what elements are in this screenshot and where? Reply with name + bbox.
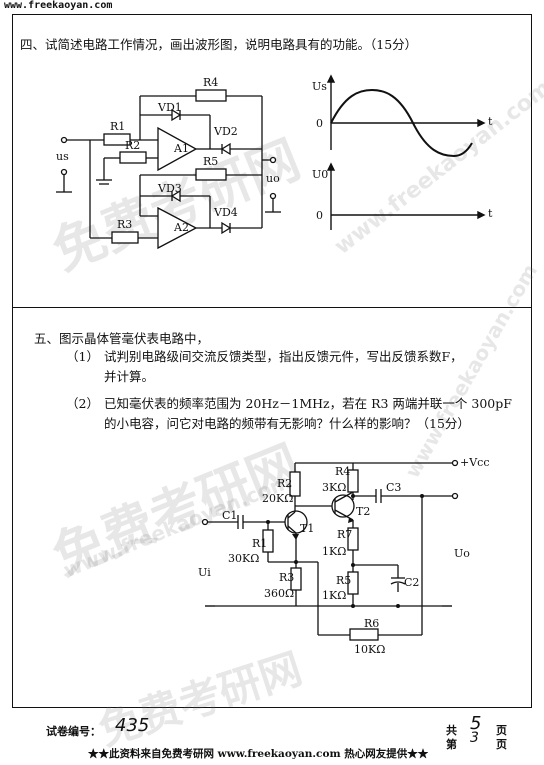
label-uo: uo: [266, 172, 280, 185]
q5-item1-number: （1）: [66, 349, 99, 364]
q5-item1-line1: 试判别电路级间交流反馈类型，指出反馈元件，写出反馈系数F，: [104, 349, 463, 364]
label-q5-ui: Ui: [198, 566, 211, 579]
exam-code-label: 试卷编号：: [46, 725, 101, 738]
question-5-title: 五、图示晶体管毫伏表电路中，: [34, 331, 210, 346]
label-r3: R3: [117, 218, 133, 231]
label-q5-r6: R6: [364, 617, 380, 630]
label-q5-r4: R4: [335, 465, 351, 478]
label-vd3: VD3: [158, 182, 182, 195]
source-url: www.freekaoyan.com: [4, 0, 113, 11]
section-divider: [13, 307, 531, 308]
label-q5-r5-value: 1KΩ: [322, 589, 347, 602]
label-q5-r7-value: 1KΩ: [322, 545, 347, 558]
label-vd2: VD2: [214, 125, 238, 138]
label-q5-r3: R3: [279, 571, 295, 584]
current-page-label: 第: [446, 738, 457, 751]
label-q5-r2-value: 20KΩ: [262, 492, 294, 505]
graph-bottom-ylabel: U0: [312, 168, 329, 181]
label-q5-r7: R7: [337, 528, 353, 541]
graph-top-xlabel: t: [488, 115, 493, 128]
label-q5-t1: T1: [300, 522, 315, 535]
label-r2: R2: [125, 139, 141, 152]
q5-item2-line1: 已知毫伏表的频率范围为 20Hz－1MHz，若在 R3 两端并联一个 300pF: [104, 396, 512, 411]
label-q5-c3: C3: [386, 481, 402, 494]
label-r4: R4: [203, 76, 219, 89]
label-q5-r4-value: 3KΩ: [322, 481, 347, 494]
current-page-value: 3: [470, 730, 479, 746]
total-pages-value: 5: [470, 713, 482, 734]
label-vd1: VD1: [158, 101, 182, 114]
graph-top-zero: 0: [316, 117, 323, 130]
label-q5-c1: C1: [222, 509, 238, 522]
label-a1: A1: [174, 142, 189, 155]
q5-item1-line2: 并计算。: [104, 369, 155, 384]
total-pages-label: 共: [446, 724, 457, 737]
label-q5-r5: R5: [336, 574, 352, 587]
label-q5-r6-value: 10KΩ: [354, 643, 386, 656]
graph-bottom-xlabel: t: [488, 207, 493, 220]
total-pages-unit: 页: [496, 724, 507, 737]
label-q5-r1: R1: [252, 537, 268, 550]
q5-item2-line2: 的小电容，问它对电路的频带有无影响？什么样的影响？（15分）: [104, 416, 470, 431]
source-banner: ★★此资料来自免费考研网 www.freekaoyan.com 热心网友提供★★: [88, 748, 429, 760]
label-us: us: [56, 150, 69, 163]
label-q5-t2: T2: [356, 505, 371, 518]
label-q5-r3-value: 360Ω: [264, 587, 295, 600]
graph-bottom-zero: 0: [316, 209, 323, 222]
q5-item2-number: （2）: [66, 396, 99, 411]
page-frame: [12, 14, 532, 708]
sine-wave: [330, 88, 473, 158]
label-r1: R1: [110, 120, 126, 133]
label-q5-vcc: +Vcc: [460, 456, 490, 469]
label-q5-r1-value: 30KΩ: [228, 552, 260, 565]
label-q5-r2: R2: [277, 477, 293, 490]
exam-code-value: 435: [115, 715, 150, 736]
label-q5-uo: Uo: [454, 547, 470, 560]
current-page-unit: 页: [496, 738, 507, 751]
label-vd4: VD4: [214, 206, 238, 219]
label-q5-c2: C2: [404, 576, 420, 589]
label-a2: A2: [174, 221, 189, 234]
question-4-text: 四、试简述电路工作情况，画出波形图，说明电路具有的功能。（15分）: [20, 37, 418, 52]
graph-top-ylabel: Us: [312, 80, 327, 93]
label-r5: R5: [203, 155, 219, 168]
